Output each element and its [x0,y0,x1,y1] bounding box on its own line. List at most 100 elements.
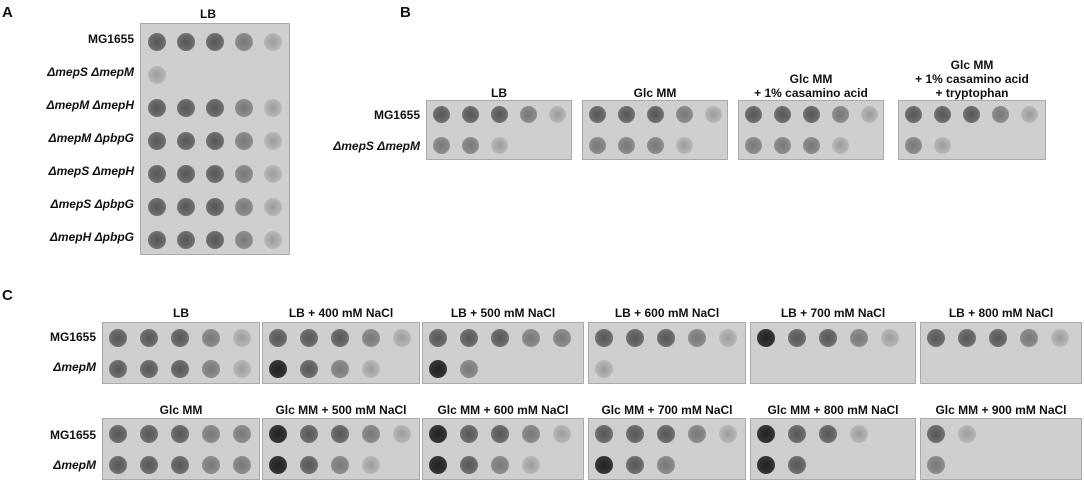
condition-label: LB + 400 mM NaCl [288,306,394,320]
colony-spot [927,425,945,443]
colony-spot [177,33,195,51]
colony-spot [989,329,1007,347]
colony-spot [233,456,251,474]
colony-spot [595,425,613,443]
colony-spot [934,137,951,154]
colony-spot [595,456,613,474]
colony-spot [618,137,635,154]
colony-spot [676,106,693,123]
strain-label: MG1655 [373,108,420,122]
colony-spot [462,137,479,154]
condition-label: LB + 800 mM NaCl [948,306,1054,320]
colony-spot [109,329,127,347]
colony-spot [647,106,664,123]
colony-spot [429,360,447,378]
colony-spot [958,425,976,443]
colony-spot [905,137,922,154]
panel-a-plate [140,23,290,255]
strain-label: MG1655 [49,330,96,344]
colony-spot [927,329,945,347]
agar-plate [750,418,916,480]
colony-spot [177,231,195,249]
condition-label: Glc MM + 500 mM NaCl [275,403,407,417]
condition-label: Glc MM + 900 mM NaCl [935,403,1067,417]
colony-spot [269,329,287,347]
strain-label: MG1655 [87,32,134,46]
colony-spot [177,165,195,183]
condition-label: Glc MM + 1% casamino acid + tryptophan [915,58,1029,100]
condition-label: Glc MM + 600 mM NaCl [437,403,569,417]
colony-spot [235,165,253,183]
colony-spot [109,425,127,443]
colony-spot [264,165,282,183]
condition-label: Glc MM [159,403,203,417]
colony-spot [589,106,606,123]
colony-spot [177,99,195,117]
colony-spot [934,106,951,123]
colony-spot [148,66,166,84]
colony-spot [522,425,540,443]
colony-spot [109,456,127,474]
colony-spot [595,329,613,347]
colony-spot [140,456,158,474]
condition-label: LB + 700 mM NaCl [780,306,886,320]
colony-spot [206,231,224,249]
agar-plate [262,418,420,480]
strain-label: ΔmepH ΔpbpG [49,230,134,244]
colony-spot [618,106,635,123]
colony-spot [757,425,775,443]
colony-spot [206,132,224,150]
condition-label: LB + 600 mM NaCl [614,306,720,320]
condition-label: Glc MM + 700 mM NaCl [601,403,733,417]
strain-label: ΔmepM ΔmepH [46,98,134,112]
colony-spot [300,360,318,378]
colony-spot [819,425,837,443]
colony-spot [992,106,1009,123]
colony-spot [491,456,509,474]
colony-spot [148,132,166,150]
colony-spot [202,329,220,347]
colony-spot [393,425,411,443]
agar-plate [750,322,916,384]
agar-plate [422,322,584,384]
colony-spot [171,425,189,443]
colony-spot [719,425,737,443]
colony-spot [522,456,540,474]
colony-spot [140,360,158,378]
colony-spot [171,456,189,474]
colony-spot [235,198,253,216]
colony-spot [626,425,644,443]
agar-plate [262,322,420,384]
strain-label: ΔmepS ΔmepM [47,65,134,79]
agar-plate [738,100,884,160]
colony-spot [819,329,837,347]
condition-label: Glc MM [633,86,677,100]
colony-spot [140,425,158,443]
colony-spot [331,360,349,378]
colony-spot [757,329,775,347]
colony-spot [202,360,220,378]
colony-spot [362,329,380,347]
colony-spot [647,137,664,154]
panel-a-letter: A [2,4,13,21]
condition-label: LB [491,86,507,100]
colony-spot [522,329,540,347]
colony-spot [688,425,706,443]
panel-b-letter: B [400,4,411,21]
colony-spot [927,456,945,474]
colony-spot [264,132,282,150]
colony-spot [177,132,195,150]
panel-c-letter: C [2,287,13,304]
colony-spot [1021,106,1038,123]
colony-spot [362,456,380,474]
colony-spot [148,165,166,183]
colony-spot [491,106,508,123]
colony-spot [235,132,253,150]
colony-spot [803,106,820,123]
colony-spot [832,137,849,154]
colony-spot [206,99,224,117]
colony-spot [788,329,806,347]
colony-spot [460,360,478,378]
colony-spot [148,33,166,51]
colony-spot [832,106,849,123]
